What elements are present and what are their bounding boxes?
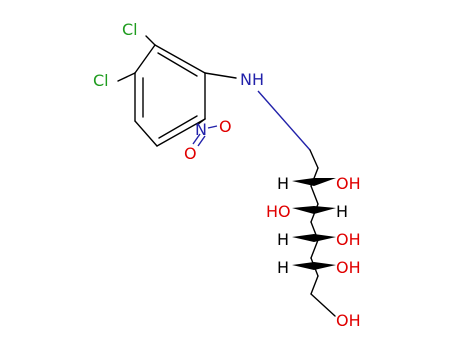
atom-nh: NH [240, 70, 264, 89]
atom-h1: H [277, 174, 289, 193]
bond-cl-left [117, 72, 136, 82]
bond-ring-nitro [196, 118, 206, 126]
bond-ring-nh [204, 72, 237, 79]
atom-oh1: OH [336, 174, 361, 193]
atom-h3: H [277, 230, 289, 249]
atom-cl-left: Cl [93, 71, 109, 90]
bond-cl-top [145, 35, 156, 46]
wedge-bonds [292, 178, 336, 270]
atom-oh4: OH [336, 258, 361, 277]
bond-n-o2-a [192, 133, 201, 145]
bond-nh-chain [257, 90, 311, 151]
atom-ho2: HO [266, 202, 291, 221]
bond-n-o2-b [197, 135, 206, 147]
bond-n-o1 [207, 125, 218, 129]
atom-oh3: OH [336, 230, 361, 249]
sugar-chain [309, 149, 336, 317]
atom-cl-top: Cl [122, 20, 138, 39]
atom-h2: H [336, 202, 348, 221]
atom-oh5: OH [336, 311, 361, 330]
atom-h4: H [277, 258, 289, 277]
atom-nitro-n: N [195, 120, 207, 139]
benzene-ring [134, 44, 206, 147]
atom-nitro-o2: O [184, 144, 197, 163]
atom-nitro-o1: O [219, 117, 232, 136]
